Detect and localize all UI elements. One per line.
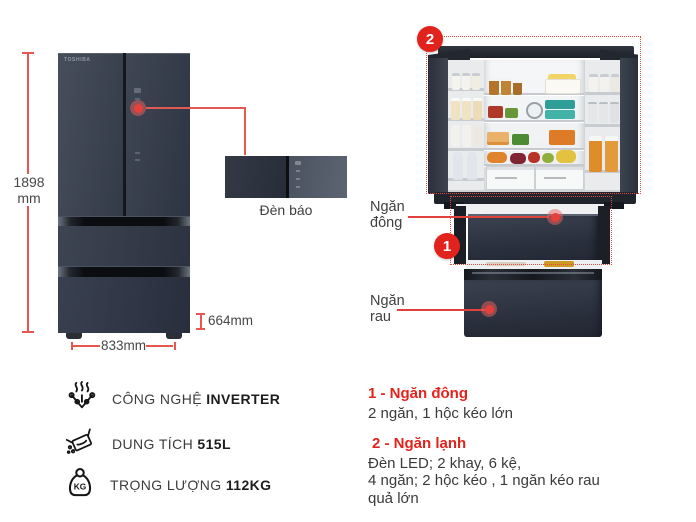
handle-band-upper: [58, 216, 190, 227]
fridge-foot-left: [66, 333, 82, 339]
depth-dim-line: [200, 314, 202, 328]
freezer-zone-badge: 1: [434, 233, 460, 259]
height-dimension-cap-top: [22, 52, 34, 54]
door-divider: [123, 53, 126, 216]
spec-text: DUNG TÍCH 515L: [112, 436, 231, 452]
inset-caption: Đèn báo: [259, 202, 313, 218]
note-line: 2 ngăn, 1 hộc kéo lớn: [368, 404, 513, 422]
spec-row-capacity: DUNG TÍCH 515L: [65, 427, 231, 462]
note-heading-fresh: 2 - Ngăn lạnh: [372, 435, 467, 452]
veg-callout-dot: [481, 301, 497, 317]
width-dim-line-left: [73, 345, 100, 347]
depth-dim-cap-bottom: [196, 328, 205, 330]
width-dim-line-right: [146, 345, 173, 347]
inverter-circuit-icon: [66, 380, 96, 418]
width-dim-tick-right: [174, 342, 176, 350]
door-display-glyphs: [134, 88, 144, 168]
weight-kg-icon: KG: [66, 467, 94, 504]
spec-text: TRỌNG LƯỢNG 112KG: [110, 477, 272, 493]
veg-callout-line: [397, 309, 485, 311]
height-unit: mm: [17, 190, 41, 206]
height-value: 1898: [13, 174, 45, 190]
freezer-compartment-label: Ngăn đông: [370, 199, 405, 231]
fridge-foot-right: [166, 333, 182, 339]
inset-right-door: [289, 156, 347, 198]
fresh-zone-outline: [426, 36, 641, 194]
closed-fridge-drawer-2: [58, 277, 190, 333]
spec-text: CÔNG NGHỆ INVERTER: [112, 391, 281, 407]
veg-compartment-label: Ngăn rau: [370, 293, 405, 325]
indicator-inset-photo: [225, 156, 347, 198]
fresh-zone-badge: 2: [417, 26, 443, 52]
handle-band-lower: [58, 266, 190, 278]
freezer-zone-outline: [450, 196, 612, 265]
brand-logo: TOSHIBA: [64, 57, 91, 63]
closed-fridge-left-door: TOSHIBA: [58, 53, 123, 217]
note-line: Đèn LED; 2 khay, 6 kệ,: [368, 454, 522, 472]
inset-door-divider: [286, 156, 289, 198]
depth-dim-cap-top: [196, 313, 205, 315]
spec-row-weight: KG TRỌNG LƯỢNG 112KG: [66, 467, 272, 504]
compartment-notes: 1 - Ngăn đông 2 ngăn, 1 hộc kéo lớn 2 - …: [368, 385, 694, 507]
closed-fridge-right-door: [126, 53, 190, 217]
note-heading-freezer: 1 - Ngăn đông: [368, 385, 468, 402]
spec-row-inverter: CÔNG NGHỆ INVERTER: [66, 380, 281, 418]
freezer-callout-dot: [547, 209, 563, 225]
kg-icon-text: KG: [74, 481, 87, 491]
height-dimension-cap-bottom: [22, 331, 34, 333]
closed-fridge-drawer-1: [58, 226, 190, 266]
freezer-callout-line: [408, 216, 549, 218]
width-dimension-label: 833mm: [101, 338, 147, 353]
connector-line-horizontal: [146, 107, 245, 109]
inset-left-door: [225, 156, 286, 198]
note-line: 4 ngăn; 2 hộc kéo , 1 ngăn kéo rau: [368, 472, 600, 489]
width-dim-tick-left: [71, 342, 73, 350]
connector-line-vertical: [244, 107, 246, 155]
veg-drawer-rim: [464, 269, 602, 280]
depth-dimension-label: 664mm: [208, 313, 254, 328]
height-dimension-label: 1898 mm: [5, 174, 53, 206]
note-line: quả lớn: [368, 489, 419, 507]
indicator-light-dot: [130, 100, 146, 116]
closed-fridge-photo: TOSHIBA: [58, 53, 190, 340]
capacity-carton-icon: [65, 427, 96, 462]
